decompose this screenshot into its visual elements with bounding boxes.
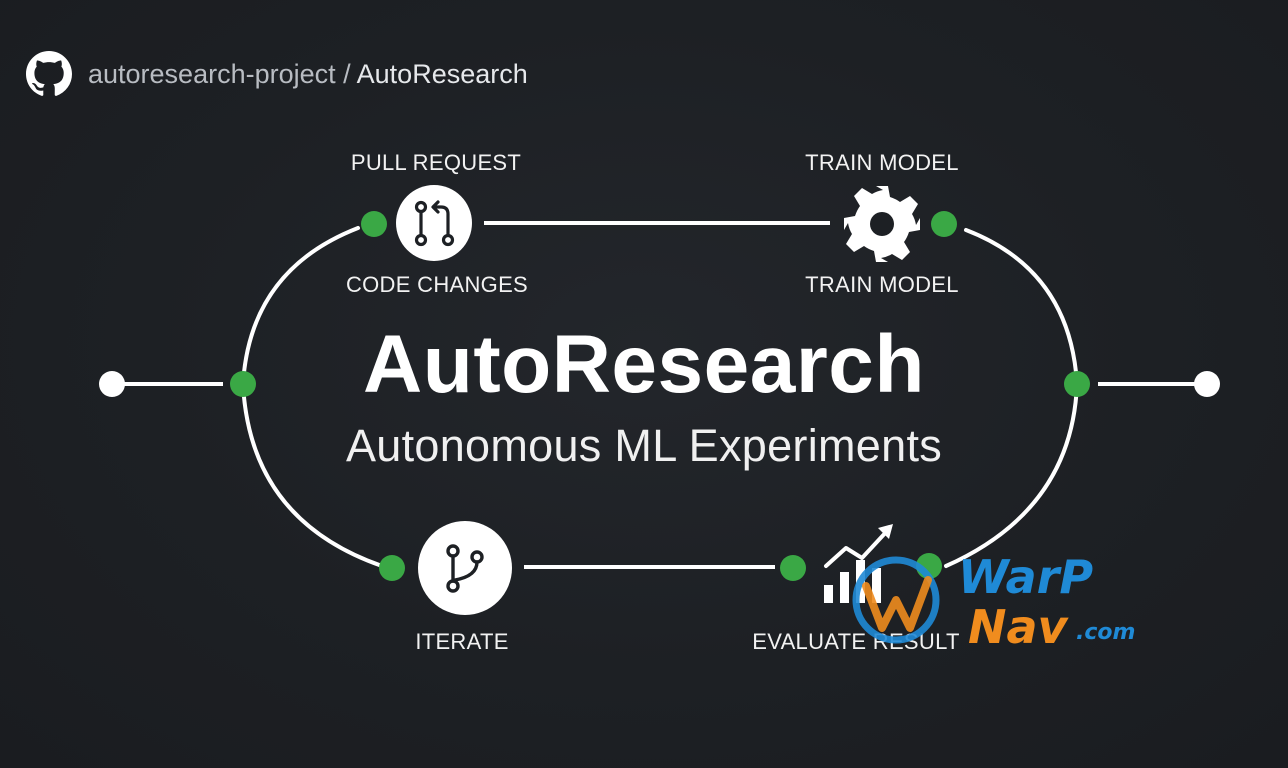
label-evaluate-result: EVALUATE RESULT — [752, 629, 960, 654]
green-dot-left — [230, 371, 256, 397]
repo-owner[interactable]: autoresearch-project — [88, 59, 336, 89]
watermark-logo: WarP Nav .com — [848, 548, 1148, 658]
left-endpoint — [99, 371, 125, 397]
gear-icon — [844, 186, 920, 262]
green-dot-evaluate-left — [780, 555, 806, 581]
branch-icon — [446, 544, 484, 593]
label-pull-request: PULL REQUEST — [350, 150, 522, 175]
green-dot-right — [1064, 371, 1090, 397]
repo-separator: / — [335, 59, 357, 89]
green-dot-pull-request — [361, 211, 387, 237]
repo-path: autoresearch-project / AutoResearch — [88, 52, 528, 96]
label-train-model-bottom: TRAIN MODEL — [805, 272, 959, 297]
green-dot-train-model — [931, 211, 957, 237]
watermark-w-icon — [852, 556, 940, 644]
green-dot-iterate — [379, 555, 405, 581]
pull-request-icon — [414, 200, 455, 247]
page-subtitle: Autonomous ML Experiments — [345, 420, 943, 471]
watermark-line1: WarP — [958, 550, 1094, 604]
label-code-changes: CODE CHANGES — [345, 272, 529, 297]
label-train-model-top: TRAIN MODEL — [805, 150, 959, 175]
iterate-node — [418, 521, 512, 615]
repo-name[interactable]: AutoResearch — [356, 59, 528, 89]
github-icon — [26, 51, 72, 97]
label-iterate: ITERATE — [415, 629, 509, 654]
right-endpoint — [1194, 371, 1220, 397]
repo-breadcrumb[interactable]: autoresearch-project / AutoResearch — [26, 51, 528, 97]
page-title: AutoResearch — [363, 319, 925, 410]
watermark-line2: Nav — [968, 600, 1068, 654]
pull-request-node — [396, 185, 472, 261]
watermark-suffix: .com — [1076, 620, 1136, 645]
